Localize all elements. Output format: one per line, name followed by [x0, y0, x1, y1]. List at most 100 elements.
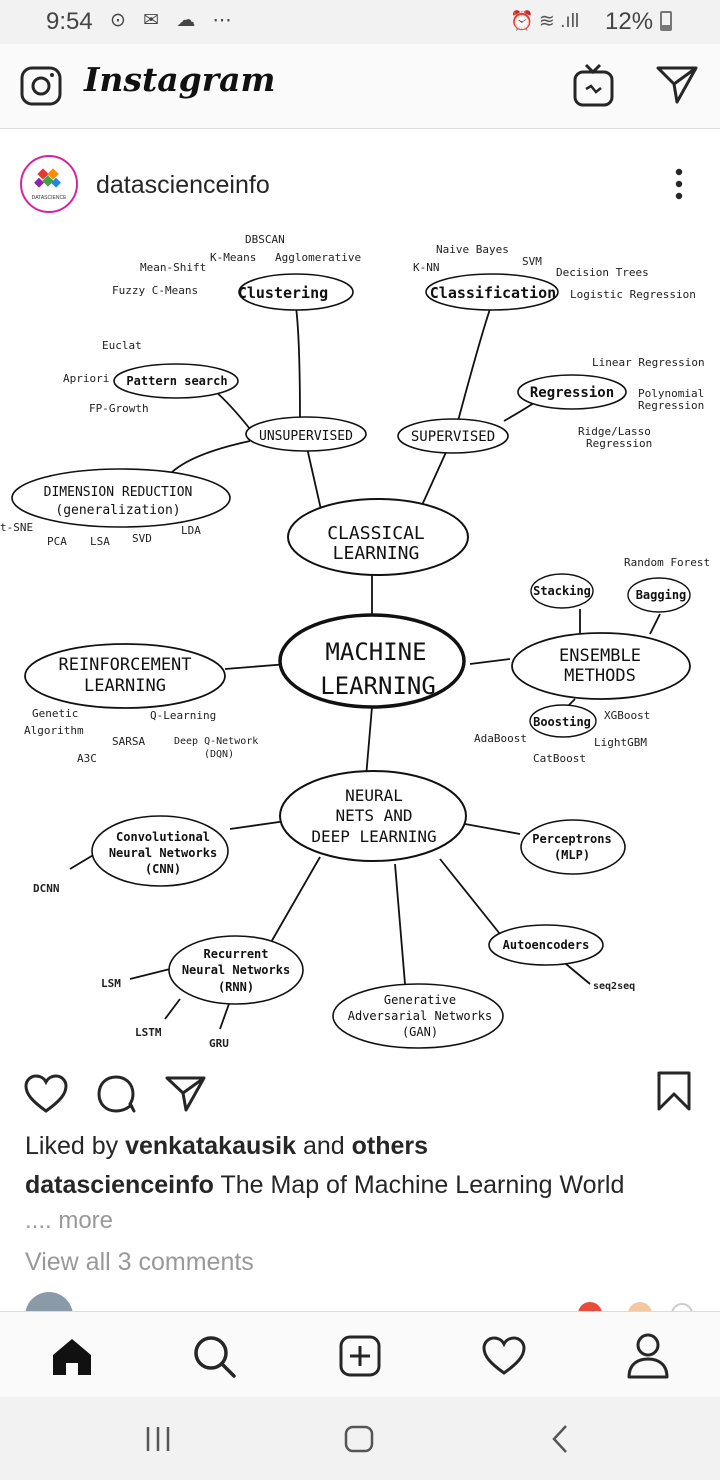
node-rl-1: REINFORCEMENT: [58, 655, 191, 675]
view-comments-link[interactable]: View all 3 comments: [25, 1248, 254, 1276]
share-icon[interactable]: [164, 1074, 206, 1114]
leaf-ridge-regression: Regression: [586, 437, 652, 450]
ml-mind-map: MACHINE LEARNING CLASSICAL LEARNING UNSU…: [0, 233, 710, 1050]
node-stacking: Stacking: [533, 584, 591, 598]
direct-message-icon[interactable]: [655, 64, 699, 106]
node-rnn-1: Recurrent: [203, 947, 268, 961]
node-center-1: MACHINE: [325, 638, 426, 666]
leaf-dqn: Deep Q-Network: [174, 736, 258, 747]
post-username[interactable]: datascienceinfo: [96, 171, 270, 199]
caption-text: The Map of Machine Learning World: [213, 1171, 625, 1199]
status-time: 9:54: [46, 8, 93, 35]
leaf-lsa: LSA: [90, 535, 110, 548]
leaf-gru: GRU: [209, 1037, 229, 1050]
leaf-fuzzy: Fuzzy C-Means: [112, 284, 198, 297]
more-options-icon[interactable]: [664, 167, 694, 201]
alarm-wifi-signal-icons: ⏰ ≋ .ıll: [510, 11, 580, 32]
notification-icons: ⊙ ✉ ☁ ⋯: [110, 10, 238, 31]
leaf-svm: SVM: [522, 255, 542, 268]
leaf-knn: K-NN: [413, 261, 440, 274]
caption: datascienceinfo The Map of Machine Learn…: [25, 1171, 624, 1200]
node-regression: Regression: [530, 385, 614, 401]
leaf-fpgrowth: FP-Growth: [89, 402, 149, 415]
node-classical-1: CLASSICAL: [327, 523, 425, 544]
node-clustering: Clustering: [238, 284, 328, 302]
likes-line: Liked by venkatakausik and others: [25, 1132, 428, 1161]
comment-icon[interactable]: [96, 1074, 138, 1114]
home-button-icon[interactable]: [344, 1425, 374, 1453]
battery-icon: [660, 11, 672, 31]
node-pattern-search: Pattern search: [126, 374, 227, 388]
leaf-lsm: LSM: [101, 977, 121, 990]
leaf-algorithm: Algorithm: [24, 724, 84, 737]
leaf-linear-regression: Linear Regression: [592, 356, 705, 369]
leaf-random-forest: Random Forest: [624, 556, 710, 569]
node-rnn-2: Neural Networks: [182, 963, 290, 977]
leaf-sarsa: SARSA: [112, 735, 145, 748]
leaf-tsne: t-SNE: [0, 521, 33, 534]
node-dim-red-1: DIMENSION REDUCTION: [44, 485, 193, 500]
node-gan-3: (GAN): [402, 1025, 438, 1039]
node-classical-2: LEARNING: [333, 543, 420, 564]
node-cnn-1: Convolutional: [116, 830, 210, 844]
back-icon[interactable]: [550, 1424, 570, 1454]
post-header: DATASCIENCE datascienceinfo: [0, 129, 720, 229]
leaf-decision-trees: Decision Trees: [556, 266, 649, 279]
post-image[interactable]: MACHINE LEARNING CLASSICAL LEARNING UNSU…: [0, 229, 720, 1064]
igtv-icon[interactable]: [572, 62, 616, 108]
battery-percent: 12%: [605, 8, 654, 35]
node-supervised: SUPERVISED: [411, 429, 495, 445]
leaf-kmeans: K-Means: [210, 251, 256, 264]
leaf-pca: PCA: [47, 535, 67, 548]
leaf-a3c: A3C: [77, 752, 97, 765]
search-icon[interactable]: [193, 1335, 237, 1379]
more-link[interactable]: .... more: [25, 1207, 114, 1234]
camera-icon[interactable]: [20, 66, 62, 106]
leaf-meanshift: Mean-Shift: [140, 261, 206, 274]
bookmark-icon[interactable]: [656, 1070, 692, 1112]
like-heart-icon[interactable]: [24, 1074, 68, 1114]
profile-icon[interactable]: [626, 1332, 670, 1380]
next-post-peek: [0, 1290, 720, 1312]
node-rl-2: LEARNING: [84, 676, 166, 696]
leaf-naive-bayes: Naive Bayes: [436, 243, 509, 256]
liked-others[interactable]: others: [351, 1132, 429, 1160]
node-cnn-3: (CNN): [145, 862, 181, 876]
system-navigation: [0, 1397, 720, 1480]
liked-user[interactable]: venkatakausik: [125, 1132, 297, 1160]
leaf-dcnn: DCNN: [33, 882, 60, 895]
node-nn-1: NEURAL: [345, 786, 403, 805]
home-icon[interactable]: [51, 1337, 93, 1377]
leaf-genetic: Genetic: [32, 707, 78, 720]
leaf-dqn-abbr: (DQN): [204, 749, 234, 760]
leaf-seq2seq: seq2seq: [593, 981, 635, 992]
avatar[interactable]: DATASCIENCE: [20, 155, 78, 213]
leaf-logistic: Logistic Regression: [570, 288, 696, 301]
app-header: Instagram: [0, 44, 720, 129]
node-ensemble-2: METHODS: [564, 666, 636, 686]
node-ensemble-1: ENSEMBLE: [559, 646, 641, 666]
node-center-2: LEARNING: [320, 672, 436, 700]
leaf-catboost: CatBoost: [533, 752, 586, 765]
recent-apps-icon[interactable]: [145, 1427, 171, 1451]
post-actions: [0, 1064, 720, 1124]
leaf-adaboost: AdaBoost: [474, 732, 527, 745]
activity-heart-icon[interactable]: [482, 1336, 526, 1376]
node-gan-2: Adversarial Networks: [348, 1009, 493, 1023]
bottom-navigation: [0, 1311, 720, 1398]
leaf-lightgbm: LightGBM: [594, 736, 647, 749]
caption-username[interactable]: datascienceinfo: [25, 1171, 214, 1199]
node-perceptrons-1: Perceptrons: [532, 832, 611, 846]
avatar-text: DATASCIENCE: [32, 195, 67, 201]
leaf-xgboost: XGBoost: [604, 709, 650, 722]
node-nn-3: DEEP LEARNING: [311, 827, 436, 846]
leaf-apriori: Apriori: [63, 372, 109, 385]
leaf-lstm: LSTM: [135, 1026, 162, 1039]
leaf-dbscan: DBSCAN: [245, 233, 285, 246]
node-nn-2: NETS AND: [335, 806, 412, 825]
new-post-icon[interactable]: [339, 1335, 381, 1377]
node-rnn-3: (RNN): [218, 980, 254, 994]
leaf-qlearning: Q-Learning: [150, 709, 216, 722]
node-unsupervised: UNSUPERVISED: [259, 429, 353, 444]
leaf-polynomial: Polynomial: [638, 387, 704, 400]
